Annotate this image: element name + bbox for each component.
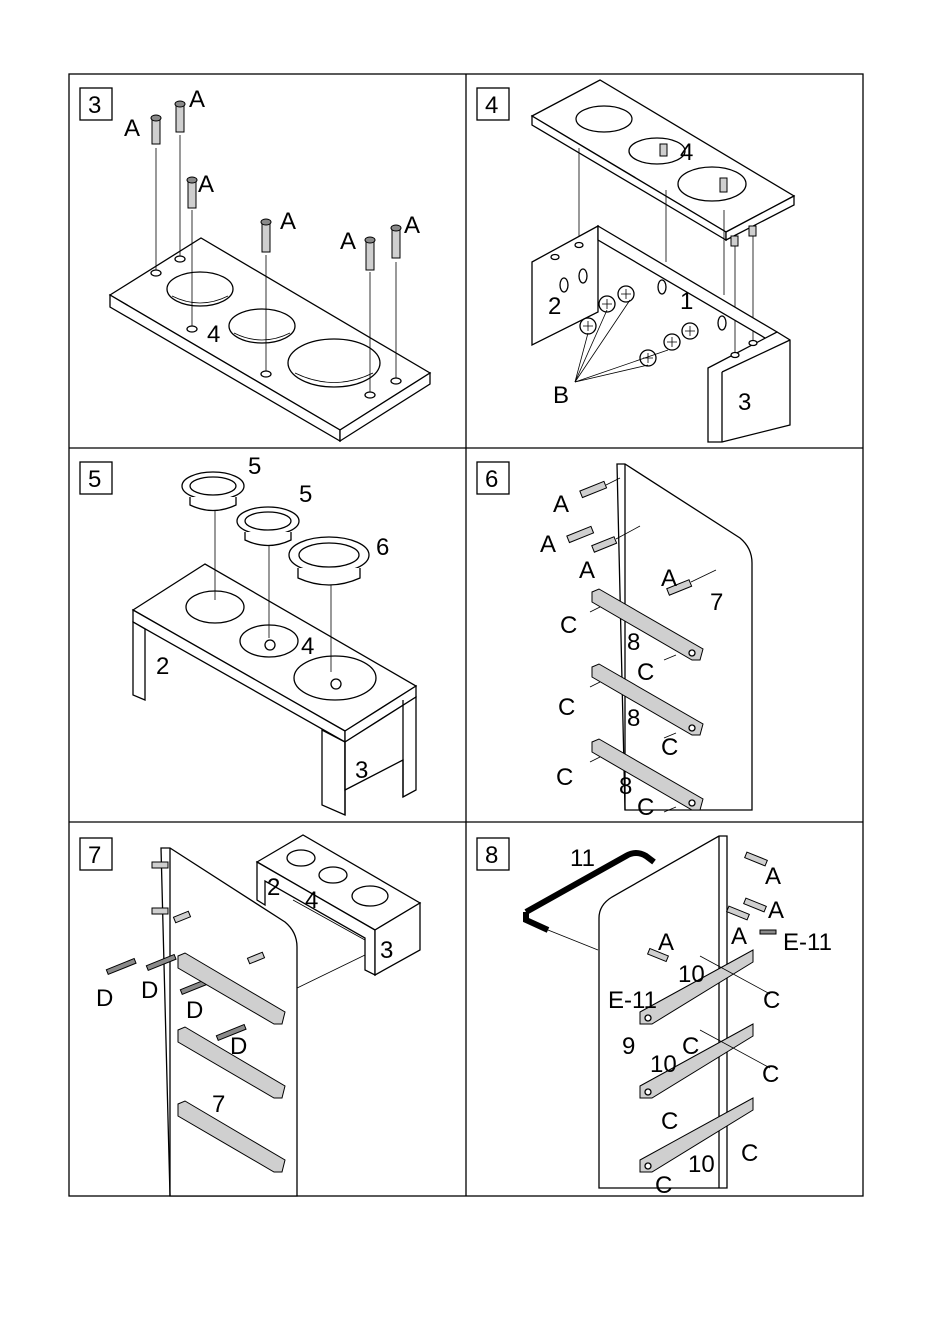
- part-label: 4: [680, 139, 693, 166]
- part-label: 6: [376, 534, 389, 561]
- step-number: 4: [485, 92, 498, 119]
- part-label: 8: [627, 629, 640, 656]
- part-label: B: [553, 382, 569, 409]
- step-number: 8: [485, 842, 498, 869]
- part-label: A: [404, 212, 420, 239]
- panel-step-7-drawing: [106, 835, 420, 1196]
- part-label: 5: [299, 481, 312, 508]
- part-label: A: [124, 115, 140, 142]
- part-label: 9: [622, 1033, 635, 1060]
- part-label: 11: [570, 845, 595, 872]
- part-label: A: [731, 923, 747, 950]
- part-label: 7: [212, 1091, 225, 1118]
- part-label: A: [765, 863, 781, 890]
- part-label: A: [189, 86, 205, 113]
- part-label: 3: [380, 937, 393, 964]
- part-label: 2: [156, 653, 169, 680]
- part-label: 4: [301, 633, 314, 660]
- part-label: C: [637, 794, 654, 821]
- part-label: A: [540, 531, 556, 558]
- part-label: E-11: [783, 929, 832, 956]
- part-label: C: [763, 987, 780, 1014]
- part-label: 8: [627, 705, 640, 732]
- part-label: A: [198, 171, 214, 198]
- part-label: C: [682, 1033, 699, 1060]
- part-label: D: [230, 1033, 247, 1060]
- part-label: 3: [355, 757, 368, 784]
- step-number: 6: [485, 466, 498, 493]
- part-label: 4: [305, 887, 318, 914]
- step-number: 7: [88, 842, 101, 869]
- step-number: 3: [88, 92, 101, 119]
- part-label: A: [579, 557, 595, 584]
- panel-step-5-drawing: [133, 472, 416, 815]
- part-label: 3: [738, 389, 751, 416]
- part-label: 2: [548, 293, 561, 320]
- part-label: A: [280, 208, 296, 235]
- part-label: C: [558, 694, 575, 721]
- part-label: 7: [710, 589, 723, 616]
- part-label: A: [553, 491, 569, 518]
- part-label: A: [340, 228, 356, 255]
- part-label: 4: [207, 321, 220, 348]
- part-label: C: [661, 1108, 678, 1135]
- step-number: 5: [88, 466, 101, 493]
- step-boxes: [80, 88, 509, 870]
- panel-step-3-drawing: [110, 101, 430, 441]
- part-label: 1: [680, 288, 693, 315]
- part-label: 5: [248, 453, 261, 480]
- part-label: C: [741, 1140, 758, 1167]
- part-label: A: [661, 565, 677, 592]
- part-label: A: [768, 897, 784, 924]
- part-label: 2: [267, 874, 280, 901]
- part-label: 10: [688, 1151, 715, 1178]
- panel-step-6-drawing: [567, 464, 752, 812]
- part-label: C: [762, 1061, 779, 1088]
- part-label: 10: [650, 1051, 677, 1078]
- part-label: 10: [678, 961, 705, 988]
- part-label: C: [661, 734, 678, 761]
- panel-step-4-drawing: [532, 80, 794, 442]
- part-label: 8: [619, 773, 632, 800]
- part-label: C: [655, 1172, 672, 1199]
- part-label: C: [560, 612, 577, 639]
- part-label: D: [141, 977, 158, 1004]
- part-label: C: [556, 764, 573, 791]
- part-label: E-11: [608, 987, 657, 1014]
- part-label: D: [186, 997, 203, 1024]
- part-label: D: [96, 985, 113, 1012]
- part-label: A: [658, 929, 674, 956]
- part-label: C: [637, 659, 654, 686]
